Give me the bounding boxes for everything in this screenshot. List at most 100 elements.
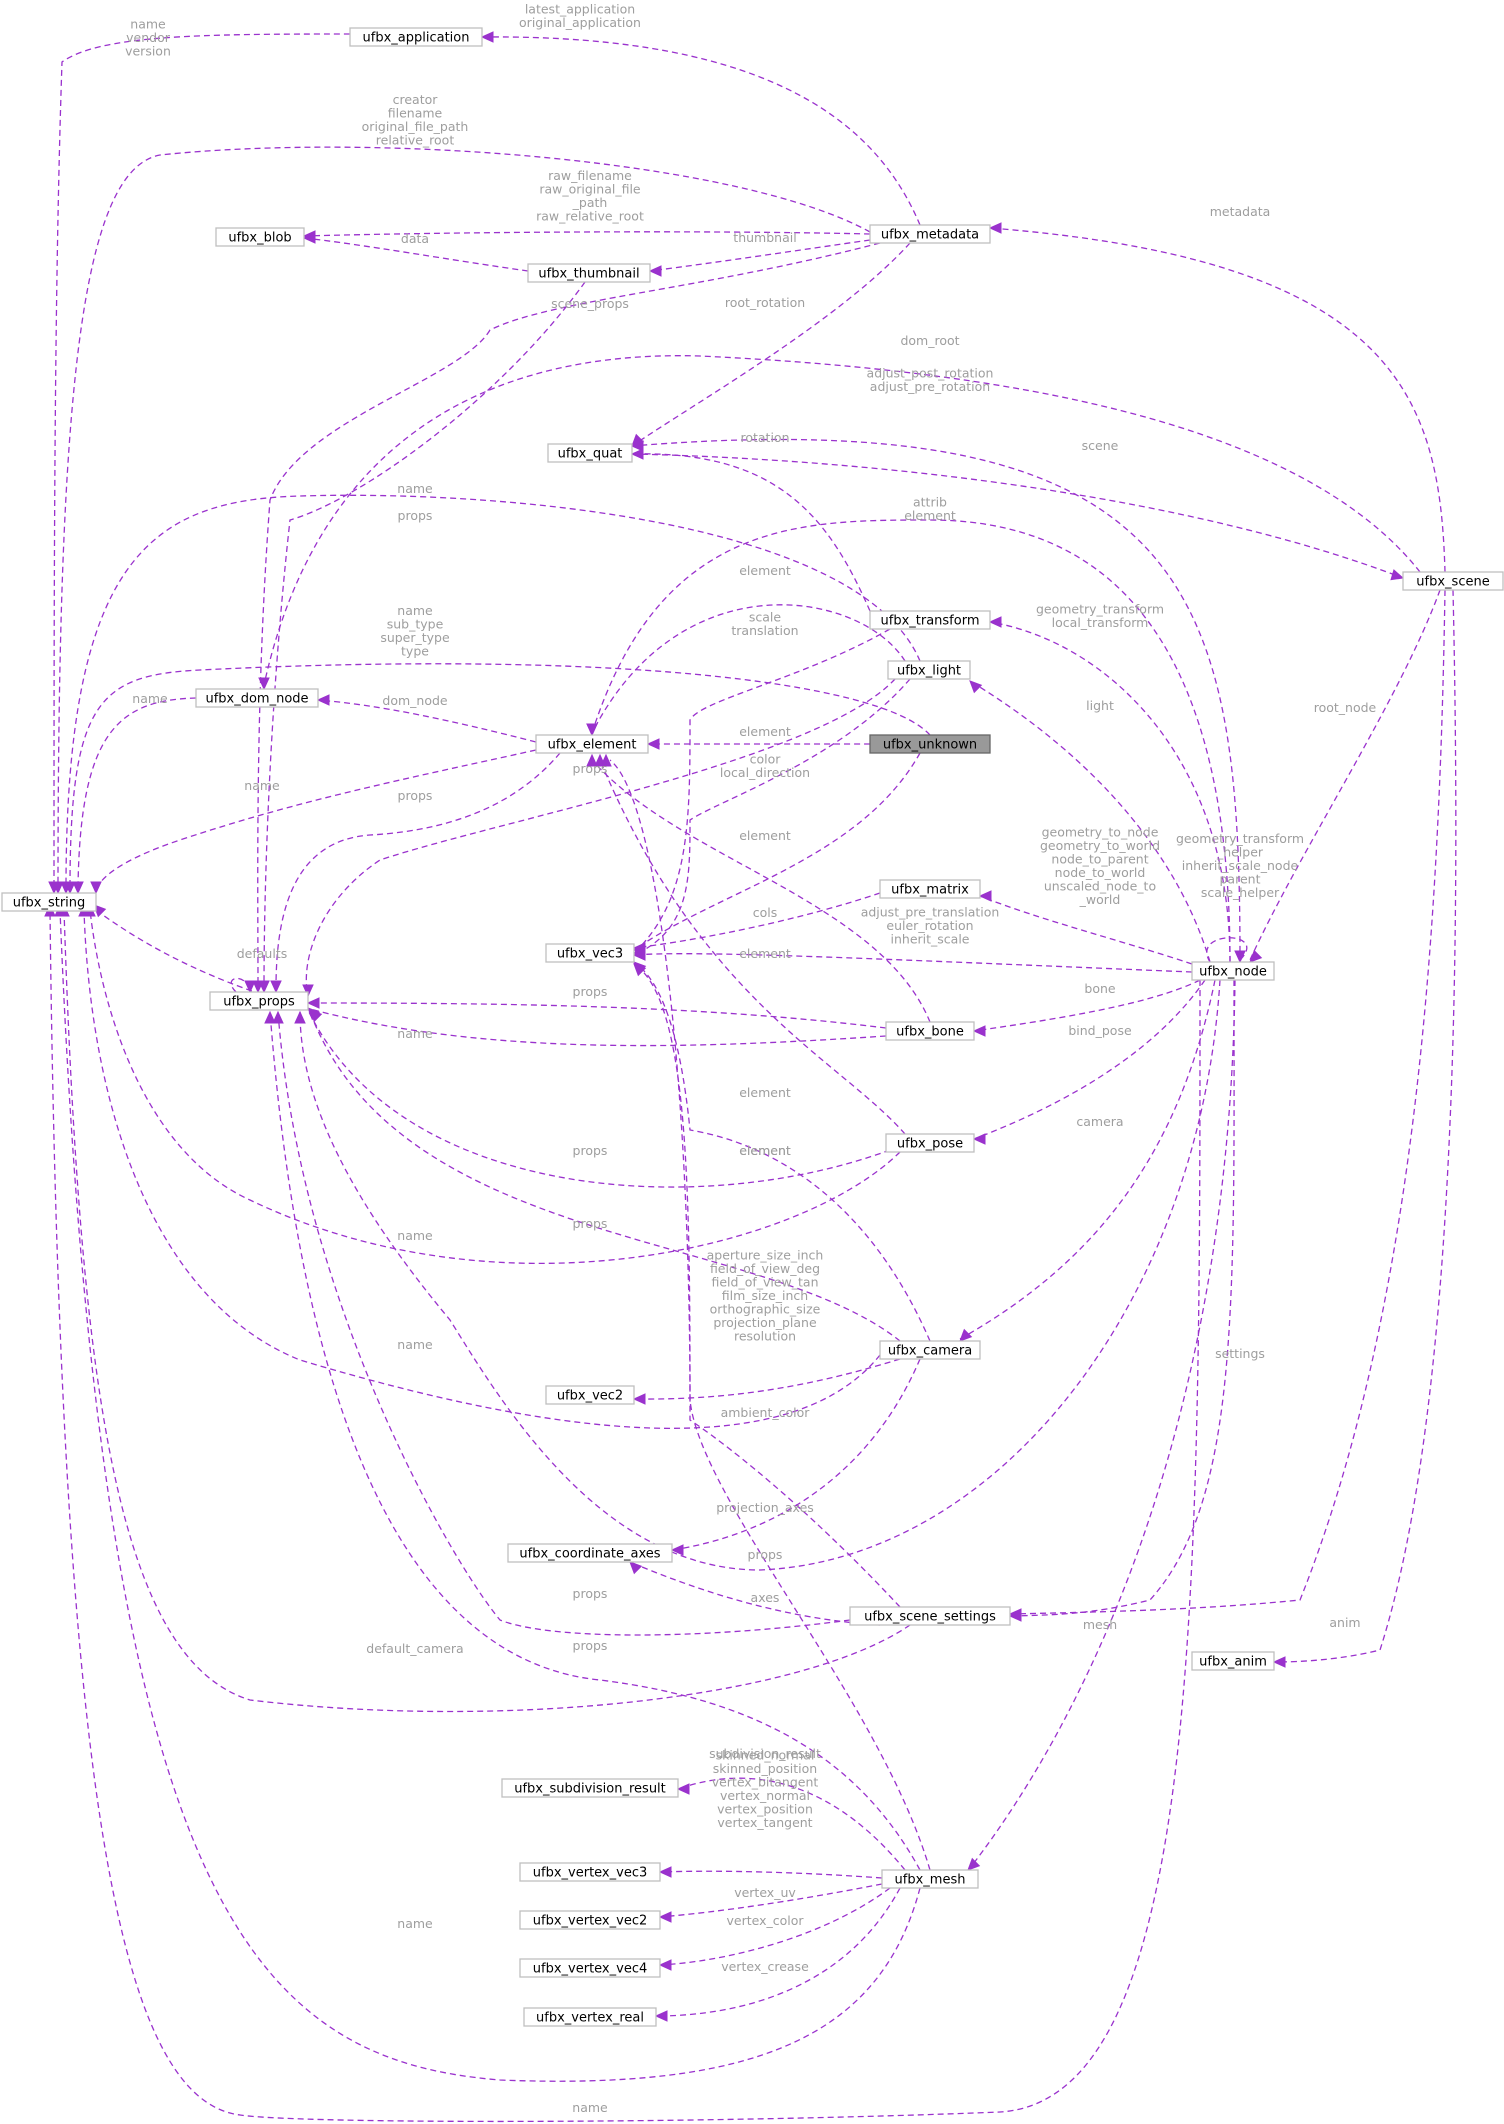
arrowhead [1390, 569, 1405, 581]
node-ufbx-vec2[interactable]: ufbx_vec2 [545, 1385, 635, 1405]
arrowhead [272, 1010, 284, 1024]
arrowhead [586, 753, 598, 767]
edge-bone-element [586, 753, 931, 1023]
arrowhead [270, 980, 282, 994]
node-ufbx-bone[interactable]: ufbx_bone [885, 1021, 975, 1041]
edge-line [659, 1887, 891, 1966]
node-ufbx-element[interactable]: ufbx_element [535, 734, 649, 754]
node-ufbx-scene-settings[interactable]: ufbx_scene_settings [849, 1606, 1011, 1626]
node-label: ufbx_node [1199, 965, 1267, 980]
edge-label-line: metadata [1210, 204, 1271, 219]
node-ufbx-vertex-vec2[interactable]: ufbx_vertex_vec2 [519, 1910, 661, 1930]
edge-mesh-vreal [654, 1887, 901, 2022]
node-ufbx-transform[interactable]: ufbx_transform [869, 610, 991, 630]
node-ufbx-metadata[interactable]: ufbx_metadata [869, 224, 991, 244]
node-ufbx-vertex-real[interactable]: ufbx_vertex_real [523, 2007, 657, 2027]
node-box [885, 1133, 975, 1153]
edge-label-line: orthographic_size [710, 1302, 821, 1317]
edge-settings-vec3 [633, 963, 901, 1608]
node-ufbx-blob[interactable]: ufbx_blob [215, 227, 305, 247]
edge-label-line: bone [1084, 981, 1116, 996]
node-ufbx-vertex-vec3[interactable]: ufbx_vertex_vec3 [519, 1862, 661, 1882]
node-label: ufbx_subdivision_result [514, 1782, 666, 1797]
node-ufbx-mesh[interactable]: ufbx_mesh [881, 1869, 979, 1889]
arrowhead [306, 997, 320, 1009]
node-ufbx-pose[interactable]: ufbx_pose [885, 1133, 975, 1153]
node-ufbx-vec3[interactable]: ufbx_vec3 [545, 943, 635, 963]
node-label: ufbx_thumbnail [538, 267, 639, 282]
edge-label: root_rotation [725, 295, 805, 310]
edge-line [633, 961, 931, 1342]
arrowhead [676, 1783, 690, 1795]
edge-line [633, 1358, 901, 1400]
node-ufbx-props[interactable]: ufbx_props [209, 991, 309, 1011]
node-box [1, 892, 97, 912]
edge-mesh-vvec3 [658, 1866, 883, 1879]
edge-label-line: light [1086, 698, 1114, 713]
node-box [519, 1958, 661, 1978]
edge-label-line: skinned_normal [716, 1747, 815, 1762]
node-box [519, 1910, 661, 1930]
node-box [209, 991, 309, 1011]
node-box [527, 263, 651, 283]
arrowhead [302, 984, 314, 998]
node-ufbx-coordinate-axes[interactable]: ufbx_coordinate_axes [507, 1543, 673, 1563]
node-ufbx-vertex-vec4[interactable]: ufbx_vertex_vec4 [519, 1958, 661, 1978]
edge-thumbnail-blob [302, 232, 529, 272]
node-ufbx-node[interactable]: ufbx_node [1191, 961, 1275, 981]
arrowhead [967, 1857, 981, 1871]
arrowhead [988, 222, 1002, 234]
edge-line [1273, 589, 1457, 1663]
edge-line [1206, 937, 1248, 963]
edge-label-line: props [748, 1547, 783, 1562]
node-ufbx-thumbnail[interactable]: ufbx_thumbnail [527, 263, 651, 283]
edge-mesh-subdiv [676, 1777, 906, 1871]
edge-label-line: inherit_scale_node [1182, 858, 1299, 873]
node-ufbx-dom-node[interactable]: ufbx_dom_node [195, 688, 319, 708]
edge-label-line: geometry_to_node [1042, 824, 1159, 839]
node-box [519, 1862, 661, 1882]
node-ufbx-light[interactable]: ufbx_light [887, 660, 971, 680]
node-ufbx-camera[interactable]: ufbx_camera [879, 1340, 981, 1360]
node-ufbx-application[interactable]: ufbx_application [349, 27, 483, 47]
edges-layer [44, 31, 1457, 2123]
arrowhead [632, 1393, 646, 1405]
edge-light-props [302, 678, 896, 998]
edge-matrix-vec3 [632, 892, 881, 954]
node-ufbx-matrix[interactable]: ufbx_matrix [879, 879, 981, 899]
node-ufbx-scene[interactable]: ufbx_scene [1402, 571, 1504, 591]
node-label: ufbx_vertex_vec3 [533, 1866, 647, 1881]
arrowhead [658, 1959, 672, 1971]
node-box [507, 1543, 673, 1563]
node-ufbx-unknown[interactable]: ufbx_unknown [869, 734, 991, 754]
edge-metadata-thumbnail [648, 239, 871, 277]
edge-light-string [60, 494, 921, 895]
edge-line [659, 1883, 883, 1918]
edge-label-line: raw_original_file [539, 181, 641, 196]
node-ufbx-subdivision-result[interactable]: ufbx_subdivision_result [501, 1778, 679, 1798]
node-ufbx-quat[interactable]: ufbx_quat [547, 443, 633, 463]
edge-label-line: geometry_transform [1176, 831, 1304, 846]
node-ufbx-anim[interactable]: ufbx_anim [1191, 1651, 1275, 1671]
edge-label-line: thumbnail [733, 230, 796, 245]
edge-scene-dom [258, 355, 1421, 691]
edge-label-line: field_of_view_deg [710, 1261, 820, 1276]
node-ufbx-string[interactable]: ufbx_string [1, 892, 97, 912]
edge-line [633, 963, 901, 1608]
edge-label: props [573, 984, 608, 999]
edge-node-vec3 [632, 949, 1193, 973]
node-label: ufbx_anim [1199, 1655, 1267, 1670]
edge-node-props [294, 979, 1221, 1571]
edge-line [591, 759, 931, 1023]
edge-quat-scene [631, 453, 1405, 581]
node-box [879, 879, 981, 899]
edge-label-line: adjust_post_rotation [867, 365, 994, 380]
edge-label-line: adjust_pre_rotation [870, 379, 990, 394]
edge-label-line: mesh [1083, 1617, 1117, 1632]
node-label: ufbx_scene [1416, 575, 1489, 590]
